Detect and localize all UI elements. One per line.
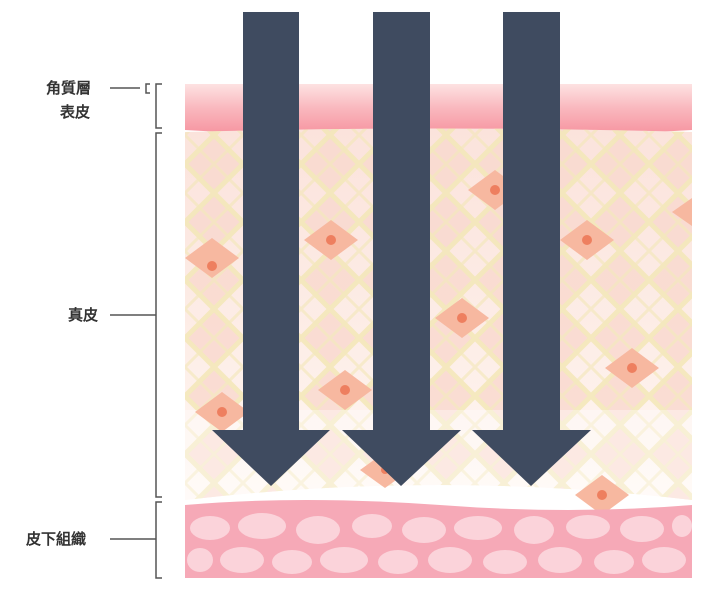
label-subcutaneous: 皮下組織 (26, 530, 87, 548)
dermal-cell (304, 220, 358, 260)
dermal-cell (605, 348, 659, 388)
penetration-arrow (212, 12, 330, 486)
label-dermis: 真皮 (68, 306, 99, 324)
dermal-cell (435, 298, 489, 338)
label-stratum-corneum: 角質層 (46, 79, 92, 97)
bracket-stratum-corneum (110, 83, 150, 94)
dermal-cell (185, 238, 239, 278)
bracket-dermis (110, 132, 162, 498)
dermal-cell (575, 475, 629, 515)
dermal-cell (195, 392, 249, 432)
fat-cells (187, 513, 692, 574)
subcutaneous-layer (185, 500, 692, 578)
epidermis-layer (185, 84, 692, 138)
label-epidermis: 表皮 (60, 103, 91, 121)
dermal-cell (318, 370, 372, 410)
dermal-cell (560, 220, 614, 260)
bracket-epidermis (155, 83, 162, 129)
penetration-arrow (472, 12, 591, 486)
bracket-subcutaneous (110, 501, 162, 579)
dermal-cell (672, 198, 692, 226)
penetration-arrow (342, 12, 461, 486)
